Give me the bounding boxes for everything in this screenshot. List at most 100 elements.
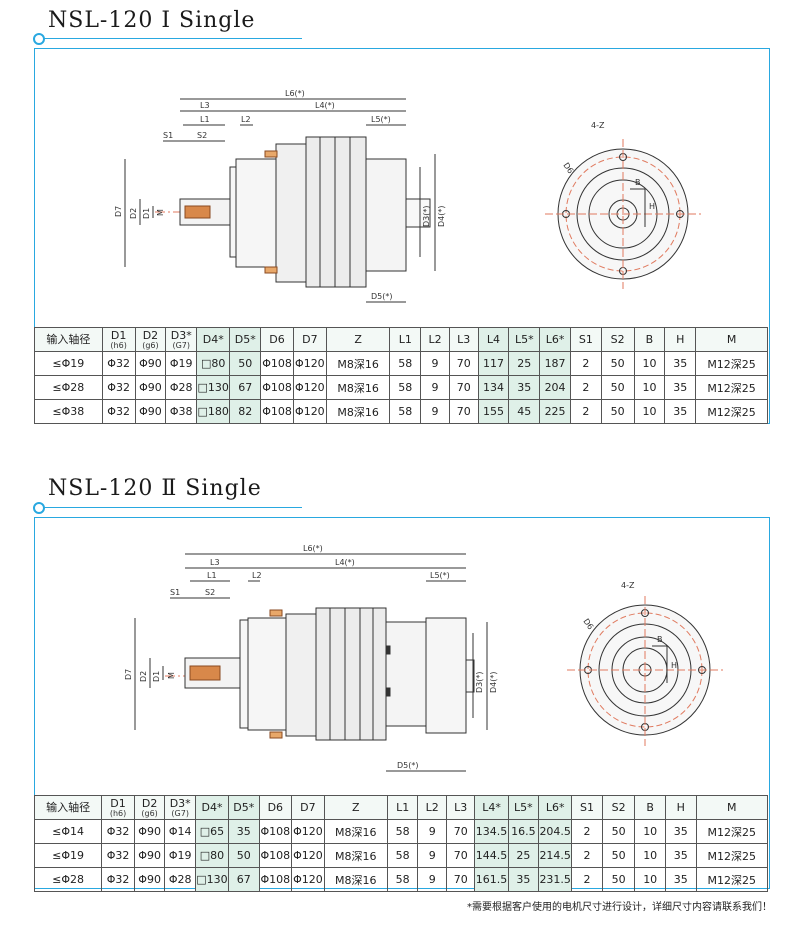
table-cell: □80: [196, 351, 231, 376]
section-1-title-dot: [33, 33, 45, 45]
dim-label-m: M: [167, 672, 176, 679]
header-cell: L3: [445, 795, 476, 820]
table-cell: ≤Φ28: [34, 375, 103, 400]
section-2-title-underline: [42, 507, 302, 508]
dim-label-h: H: [671, 661, 677, 670]
table-cell: Φ90: [134, 399, 167, 424]
table-cell: 70: [448, 351, 479, 376]
table-cell: M8深16: [323, 819, 388, 844]
table-cell: M8深16: [323, 867, 388, 892]
table-cell: □130: [194, 867, 229, 892]
table-cell: 70: [445, 843, 476, 868]
dim-label-b: B: [635, 178, 641, 187]
table-cell: □65: [194, 819, 229, 844]
header-cell: B: [633, 327, 666, 352]
header-cell: S1: [569, 327, 602, 352]
dim-label-h: H: [649, 202, 655, 211]
table-cell: M12深25: [695, 375, 768, 400]
table-cell: 50: [601, 843, 636, 868]
table-row: ≤Φ19 Φ32 Φ90 Φ19 □80 50 Φ108 Φ120 M8深16 …: [33, 843, 769, 868]
header-cell: S2: [600, 327, 635, 352]
table-row: ≤Φ28 Φ32 Φ90 Φ28 □130 67 Φ108 Φ120 M8深16…: [34, 375, 768, 400]
table-cell: Φ32: [101, 375, 136, 400]
section-1-drawing: L6(*) L3 L4(*) L1 L2 L5(*) S1 S2 D7 D2 D…: [35, 49, 768, 325]
table-cell: 214.5: [538, 843, 573, 868]
table-cell: 35: [664, 819, 697, 844]
table-cell: 82: [229, 399, 262, 424]
table-cell: 2: [571, 843, 603, 868]
header-cell: D2(g6): [133, 795, 166, 820]
table-cell: 70: [448, 375, 479, 400]
section-2-spec-table: 输入轴径 D1(h6) D2(g6) D3*(G7) D4* D5* D6 D7…: [33, 795, 769, 892]
header-cell: M: [695, 327, 768, 352]
table-cell: 58: [386, 867, 419, 892]
dim-label-l2: L2: [241, 115, 251, 124]
dim-label-l6: L6(*): [285, 89, 305, 98]
table-cell: 134.5: [474, 819, 509, 844]
header-cell: D6: [260, 327, 294, 352]
table-cell: ≤Φ14: [33, 819, 103, 844]
table-row: ≤Φ38 Φ32 Φ90 Φ38 □180 82 Φ108 Φ120 M8深16…: [34, 399, 768, 424]
header-cell: L5*: [507, 795, 540, 820]
table-cell: 50: [600, 399, 635, 424]
header-cell: Z: [325, 327, 391, 352]
table-cell: Φ38: [165, 399, 198, 424]
dim-label-d1: D1: [152, 671, 161, 682]
dim-label-l4: L4(*): [335, 558, 355, 567]
table-cell: 45: [508, 399, 541, 424]
dim-label-d2: D2: [129, 208, 138, 219]
table-cell: 10: [634, 819, 666, 844]
table-header-row: 输入轴径 D1(h6) D2(g6) D3*(G7) D4* D5* D6 D7…: [33, 795, 769, 820]
section-2-title-dot: [33, 502, 45, 514]
header-cell: D5*: [227, 795, 260, 820]
table-cell: Φ108: [258, 819, 293, 844]
table-cell: 9: [420, 351, 450, 376]
table-cell: 9: [420, 399, 450, 424]
dim-label-d7: D7: [124, 669, 133, 680]
table-cell: ≤Φ28: [33, 867, 103, 892]
header-cell: D3*(G7): [165, 327, 198, 352]
table-cell: 58: [389, 351, 422, 376]
table-cell: 67: [227, 867, 260, 892]
table-cell: Φ32: [101, 819, 135, 844]
table-cell: 2: [569, 375, 602, 400]
table-cell: Φ120: [292, 399, 327, 424]
section-1-gearbox-drawing: L6(*) L3 L4(*) L1 L2 L5(*) S1 S2 D7 D2 D…: [114, 89, 701, 303]
table-cell: 50: [601, 867, 636, 892]
table-cell: 58: [386, 819, 419, 844]
section-1-spec-table: 输入轴径 D1(h6) D2(g6) D3*(G7) D4* D5* D6 D7…: [34, 327, 768, 424]
header-cell: L1: [386, 795, 419, 820]
table-cell: Φ108: [260, 375, 294, 400]
table-cell: 2: [569, 351, 602, 376]
table-cell: 50: [229, 351, 262, 376]
table-cell: 35: [664, 843, 697, 868]
table-cell: 50: [227, 843, 260, 868]
dim-label-d5: D5(*): [371, 292, 393, 301]
table-cell: □180: [196, 399, 231, 424]
header-cell: D5*: [229, 327, 262, 352]
table-cell: 10: [634, 843, 666, 868]
header-cell: S1: [571, 795, 603, 820]
header-cell: D6: [258, 795, 293, 820]
table-cell: ≤Φ19: [33, 843, 103, 868]
table-cell: Φ90: [133, 843, 166, 868]
table-cell: M12深25: [695, 843, 769, 868]
dim-label-l1: L1: [200, 115, 210, 124]
table-cell: Φ19: [165, 351, 198, 376]
dim-label-l5: L5(*): [430, 571, 450, 580]
table-cell: ≤Φ19: [34, 351, 103, 376]
header-cell: H: [664, 795, 697, 820]
table-cell: 35: [664, 375, 697, 400]
table-cell: Φ32: [101, 867, 135, 892]
table-cell: M8深16: [325, 399, 391, 424]
table-cell: 155: [477, 399, 510, 424]
table-cell: Φ108: [258, 843, 293, 868]
table-cell: Φ32: [101, 399, 136, 424]
table-cell: Φ90: [133, 819, 166, 844]
table-cell: M12深25: [695, 867, 769, 892]
table-cell: Φ120: [292, 351, 327, 376]
table-cell: Φ90: [133, 867, 166, 892]
footer-note: *需要根据客户使用的电机尺寸进行设计，详细尺寸内容请联系我们！: [467, 902, 772, 913]
table-cell: 70: [445, 867, 476, 892]
table-cell: 70: [448, 399, 479, 424]
